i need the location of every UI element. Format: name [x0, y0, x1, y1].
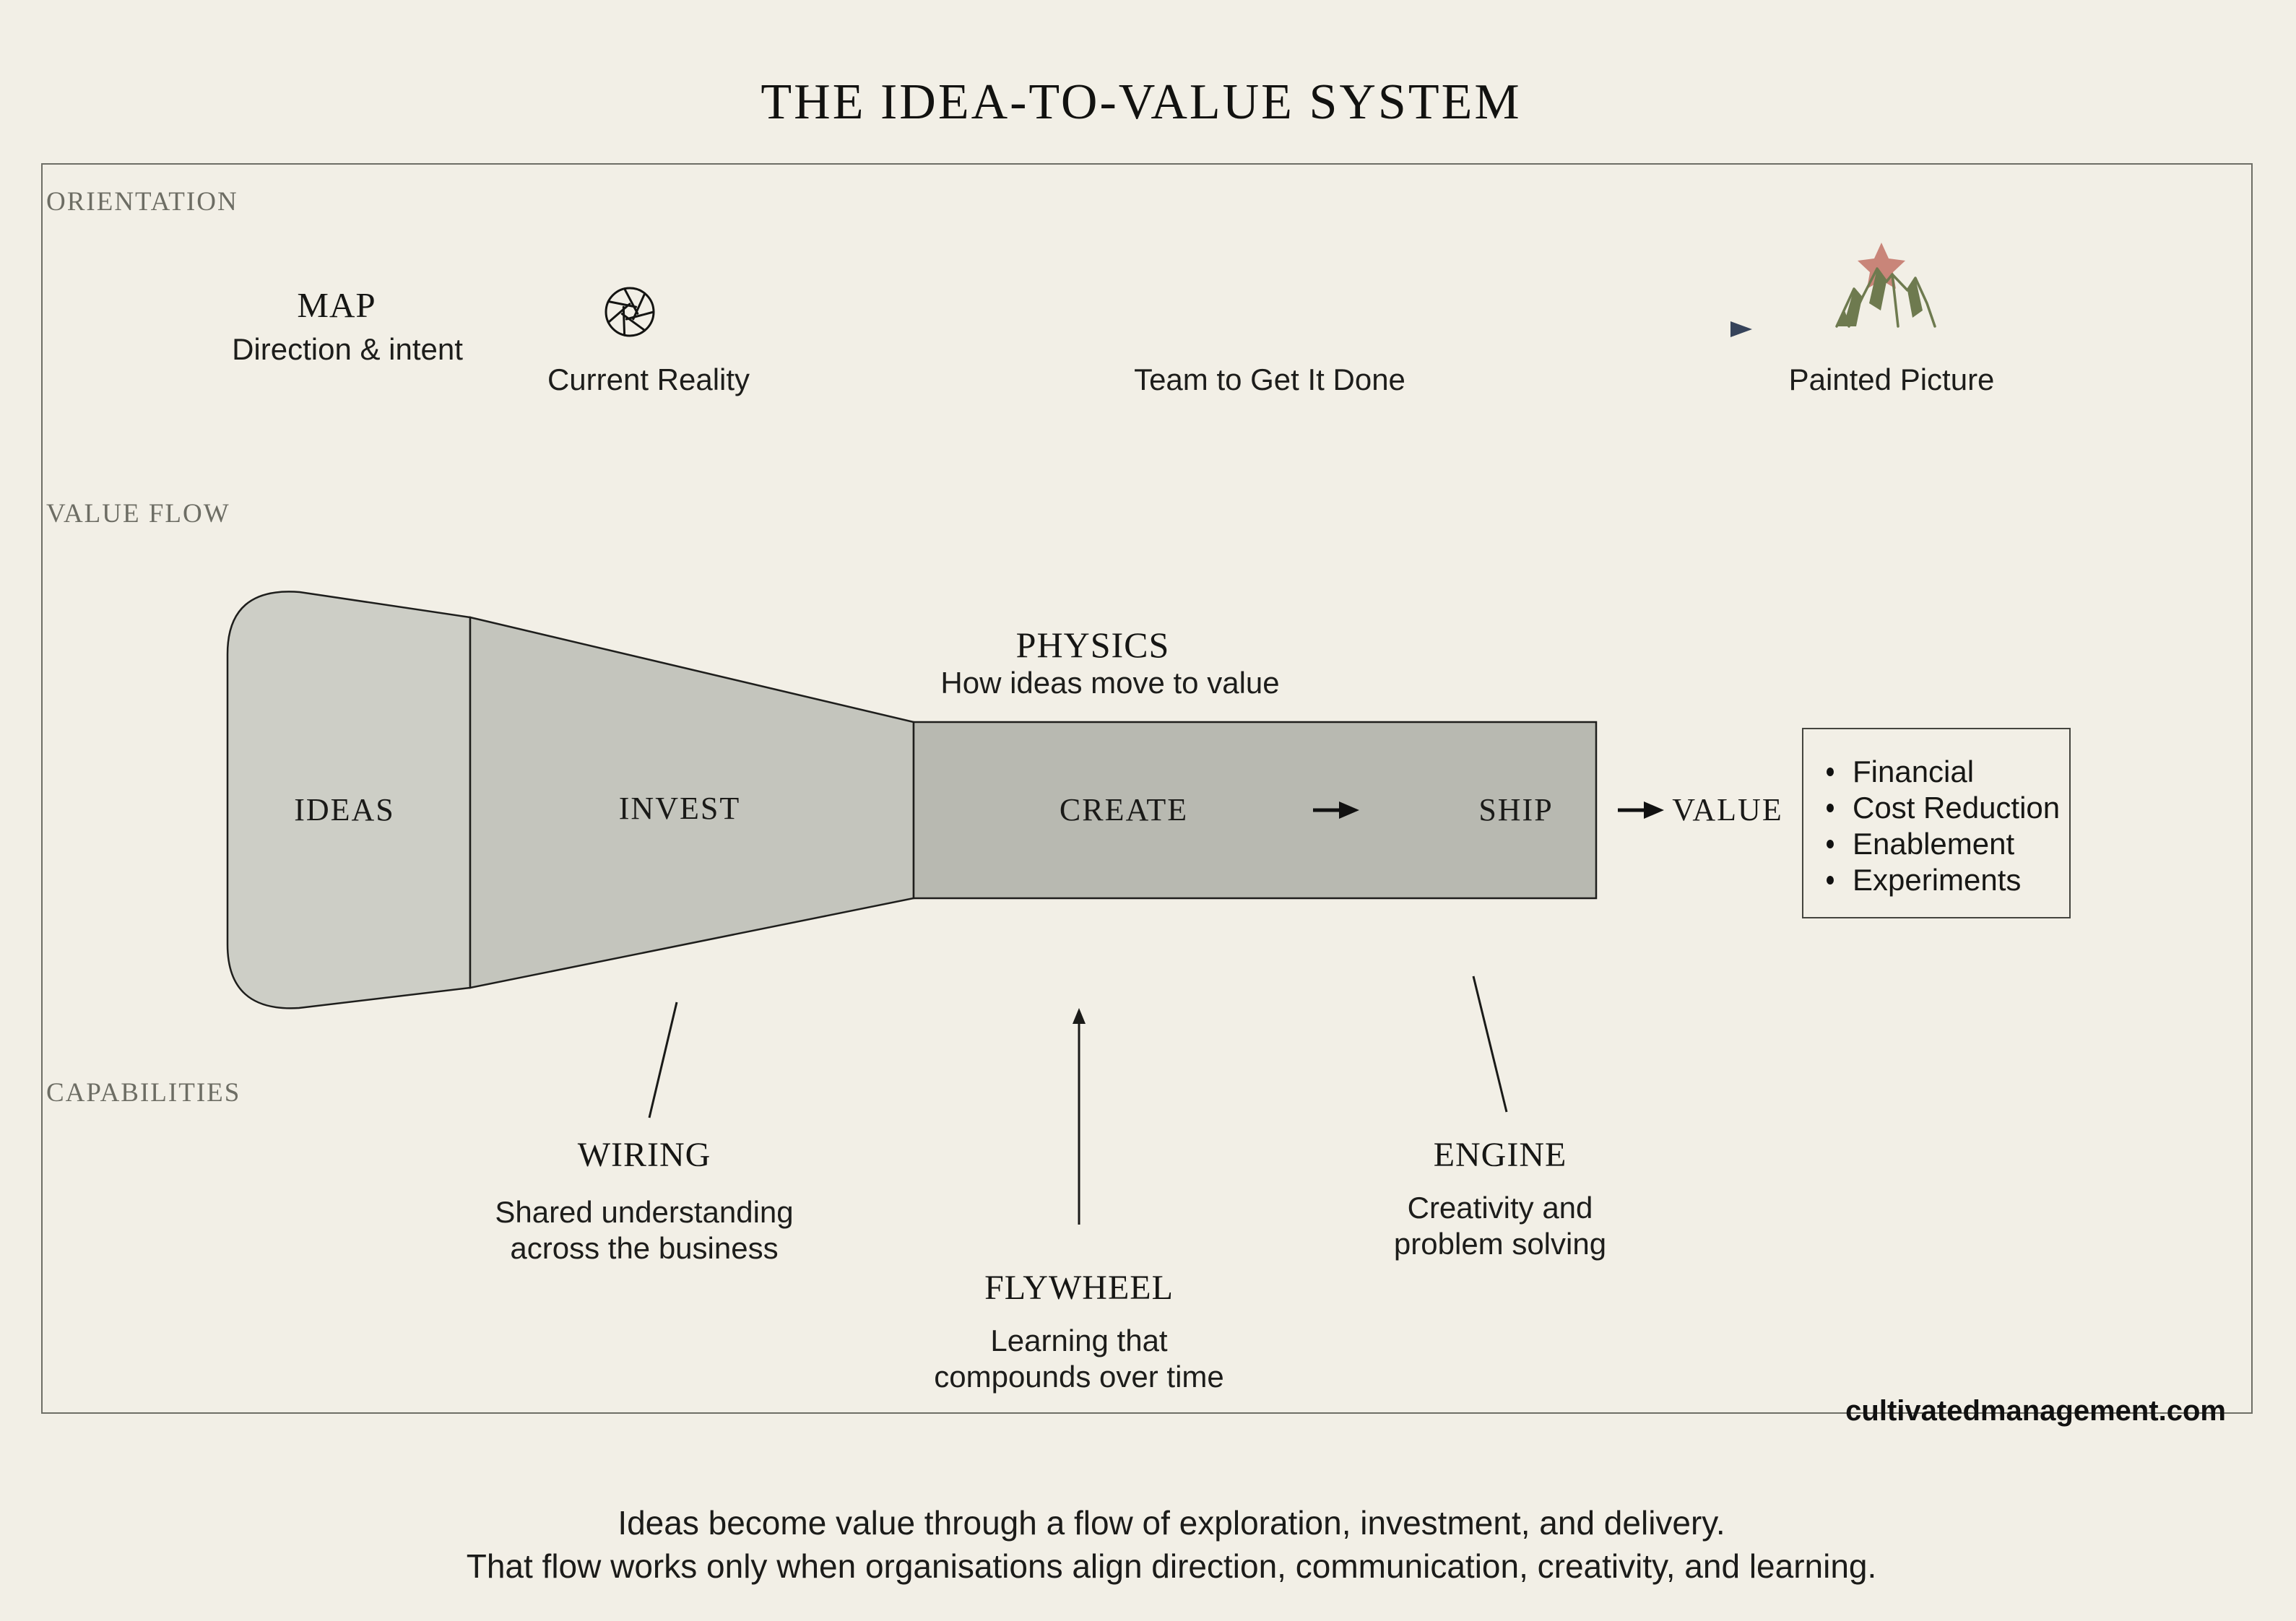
- team-arrow: [786, 321, 1752, 337]
- flywheel-subline1: Learning that: [990, 1324, 1168, 1357]
- diagram-frame: [41, 163, 2253, 1414]
- flywheel-subline2: compounds over time: [934, 1360, 1224, 1394]
- stage-label-value: VALUE: [1672, 792, 1783, 827]
- current-reality-label: Current Reality: [547, 362, 750, 396]
- wiring-connector-line: [648, 1001, 678, 1118]
- footer-caption-line1: Ideas become value through a flow of exp…: [618, 1504, 1725, 1542]
- engine-connector-line: [1472, 975, 1508, 1113]
- aperture-icon: [605, 287, 655, 337]
- wiring-heading: WIRING: [577, 1136, 711, 1174]
- flywheel-arrow: [1073, 1008, 1086, 1225]
- value-types-box: Financial Cost Reduction Enablement Expe…: [1802, 728, 2071, 918]
- funnel-ideas-shape: [226, 591, 472, 1009]
- create-to-ship-arrow: [1313, 801, 1359, 819]
- page-title: THE IDEA-TO-VALUE SYSTEM: [761, 74, 1522, 130]
- engine-heading: ENGINE: [1433, 1136, 1567, 1174]
- flywheel-heading: FLYWHEEL: [984, 1269, 1174, 1307]
- wiring-subline2: across the business: [510, 1231, 779, 1265]
- bullet-dot: [1827, 768, 1834, 776]
- band-label-value-flow: VALUE FLOW: [46, 499, 230, 529]
- map-heading: MAP: [297, 285, 376, 325]
- band-label-capabilities: CAPABILITIES: [46, 1078, 241, 1108]
- list-item: Enablement: [1827, 829, 2014, 859]
- bullet-dot: [1827, 840, 1834, 848]
- list-item: Cost Reduction: [1827, 793, 2060, 823]
- value-type-label: Enablement: [1853, 827, 2015, 861]
- pipeline-bar-shape: [912, 721, 1598, 900]
- engine-subline1: Creativity and: [1407, 1191, 1593, 1225]
- bullet-dot: [1827, 876, 1834, 885]
- wiring-subline1: Shared understanding: [495, 1195, 794, 1229]
- physics-heading: PHYSICS: [1015, 625, 1170, 665]
- value-type-label: Financial: [1853, 755, 1975, 788]
- physics-subheading: How ideas move to value: [940, 666, 1280, 700]
- stage-label-invest: INVEST: [618, 791, 741, 826]
- stage-label-ship: SHIP: [1478, 792, 1554, 827]
- painted-picture-label: Painted Picture: [1788, 362, 1995, 396]
- band-label-orientation: ORIENTATION: [46, 187, 238, 217]
- list-item: Financial: [1827, 757, 1974, 787]
- stage-label-create: CREATE: [1059, 792, 1189, 827]
- mountain-star-icon: [1835, 243, 1936, 328]
- value-type-label: Cost Reduction: [1853, 791, 2061, 825]
- footer-caption-line2: That flow works only when organisations …: [466, 1547, 1877, 1585]
- ship-to-value-arrow: [1618, 801, 1664, 819]
- engine-subline2: problem solving: [1393, 1227, 1607, 1261]
- stage-label-ideas: IDEAS: [294, 792, 395, 827]
- list-item: Experiments: [1827, 865, 2021, 895]
- value-type-label: Experiments: [1853, 863, 2022, 897]
- bullet-dot: [1827, 804, 1834, 812]
- site-credit: cultivatedmanagement.com: [1845, 1395, 2226, 1427]
- team-label: Team to Get It Done: [1134, 362, 1405, 396]
- map-subheading: Direction & intent: [232, 332, 463, 366]
